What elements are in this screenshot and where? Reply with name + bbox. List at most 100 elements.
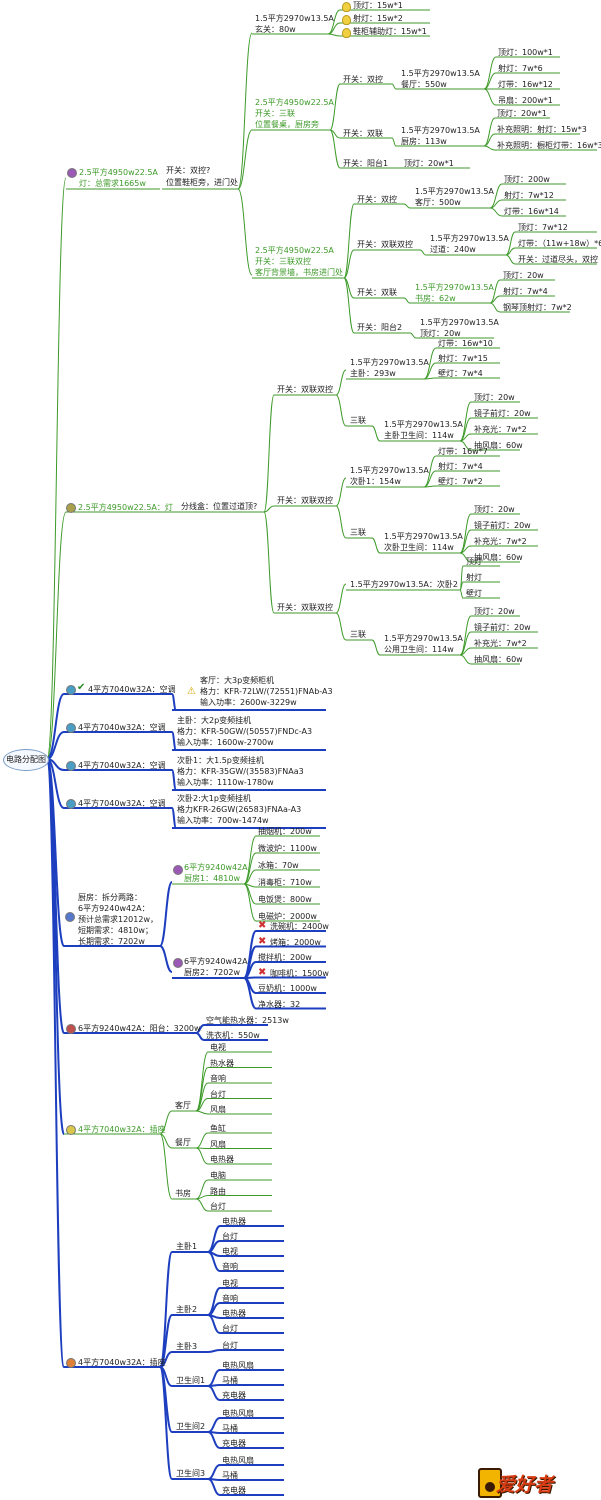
- leaf-item[interactable]: 顶灯：7w*12: [518, 223, 568, 232]
- leaf-item[interactable]: 电热器: [210, 1155, 234, 1164]
- switch-label[interactable]: 三联: [350, 630, 366, 639]
- switch-label[interactable]: 开关：双联: [357, 288, 397, 297]
- switch-label[interactable]: 开关：双控: [357, 195, 397, 204]
- leaf-item[interactable]: 顶灯：20w: [474, 393, 515, 402]
- leaf-item[interactable]: 顶灯：200w: [504, 175, 550, 184]
- leaf-item[interactable]: 烤箱：2000w: [270, 937, 321, 947]
- room-name[interactable]: 客厅: [175, 1101, 191, 1110]
- room-name[interactable]: 卫生间2: [176, 1422, 206, 1431]
- leaf-item[interactable]: 顶灯：20w: [474, 607, 515, 616]
- leaf-item[interactable]: 电脑: [210, 1171, 226, 1180]
- leaf-item[interactable]: 镜子前灯：20w: [474, 521, 531, 530]
- wire-spec[interactable]: 1.5平方2970w13.5A: [415, 283, 494, 292]
- leaf-item[interactable]: 抽风扇：60w: [474, 553, 523, 562]
- leaf-item[interactable]: 电热风扇: [222, 1409, 254, 1418]
- room-name[interactable]: 主卧3: [176, 1342, 198, 1351]
- leaf-item[interactable]: 顶灯：20w*1: [404, 159, 454, 168]
- wire-spec[interactable]: 1.5平方2970w13.5A: [384, 634, 463, 643]
- leaf-item[interactable]: 补充光：7w*2: [474, 425, 527, 434]
- ac-detail[interactable]: 次卧2:大1p变频挂机: [177, 794, 251, 803]
- ac-detail[interactable]: 格力：KFR-35GW/(35583)FNAa3: [177, 767, 304, 776]
- wire-spec[interactable]: 1.5平方2970w13.5A: [420, 318, 499, 327]
- leaf-item[interactable]: 音响: [222, 1262, 238, 1271]
- wire-spec[interactable]: 1.5平方2970w13.5A: [401, 69, 480, 78]
- leaf-item[interactable]: 充电器: [222, 1486, 246, 1495]
- ac-detail[interactable]: 主卧：大2p变频挂机: [177, 716, 252, 725]
- ac-detail[interactable]: 格力KFR-26GW(26583)FNAa-A3: [177, 805, 302, 814]
- wire-spec[interactable]: 6平方9240w42A: [184, 957, 248, 966]
- leaf-item[interactable]: 顶灯：20w: [420, 329, 461, 338]
- switch-label[interactable]: 三联: [350, 416, 366, 425]
- circuit-label[interactable]: 厨房：拆分两路：: [78, 893, 142, 902]
- switch-label[interactable]: 开关：三联双控: [255, 257, 311, 266]
- ac-detail[interactable]: 输入功率：700w-1474w: [177, 816, 269, 825]
- leaf-item[interactable]: 抽风扇：60w: [474, 441, 523, 450]
- leaf-item[interactable]: 电视: [222, 1247, 238, 1256]
- room-load[interactable]: 主卧卫生间：114w: [384, 431, 454, 440]
- leaf-item[interactable]: 射灯: [466, 573, 482, 582]
- leaf-item[interactable]: 净水器：32: [258, 999, 301, 1009]
- switch-label[interactable]: 开关：三联: [255, 109, 295, 118]
- switch-label[interactable]: 开关：双联双控: [277, 603, 333, 612]
- location-label[interactable]: 位置鞋柜旁，进门处: [166, 178, 238, 187]
- circuit-label[interactable]: 4平方7040w32A：空调: [78, 723, 166, 732]
- leaf-item[interactable]: 咖啡机：1500w: [270, 968, 329, 978]
- switch-label[interactable]: 开关：双联: [343, 129, 383, 138]
- wire-spec[interactable]: 1.5平方2970w13.5A: [350, 466, 429, 475]
- circuit-label[interactable]: 4平方7040w32A：插座: [78, 1125, 166, 1134]
- switch-label[interactable]: 三联: [350, 528, 366, 537]
- leaf-item[interactable]: 鱼缸: [210, 1124, 226, 1133]
- wire-spec[interactable]: 1.5平方2970w13.5A: [384, 420, 463, 429]
- leaf-item[interactable]: 搅拌机：200w: [258, 953, 312, 962]
- room-load[interactable]: 过道：240w: [430, 245, 476, 254]
- leaf-item[interactable]: 灯带：16w*10: [438, 339, 493, 348]
- leaf-item[interactable]: 鞋柜辅助灯：15w*1: [353, 27, 427, 36]
- room-load[interactable]: 玄关：80w: [255, 25, 296, 34]
- room-name[interactable]: 书房: [175, 1189, 191, 1198]
- switch-label[interactable]: 开关：双联双控: [277, 496, 333, 505]
- ac-detail[interactable]: 输入功率：2600w-3229w: [200, 698, 297, 707]
- room-load[interactable]: 客厅：500w: [415, 198, 461, 207]
- circuit-label[interactable]: 4平方7040w32A：空调: [78, 761, 166, 770]
- leaf-item[interactable]: 吊扇：200w*1: [498, 96, 553, 105]
- leaf-item[interactable]: 顶灯: [466, 557, 482, 566]
- leaf-item[interactable]: 补充光：7w*2: [474, 639, 527, 648]
- room-name[interactable]: 主卧2: [176, 1305, 198, 1314]
- wire-spec[interactable]: 1.5平方2970w13.5A: [384, 532, 463, 541]
- room-load[interactable]: 次卧卫生间：114w: [384, 543, 454, 552]
- leaf-item[interactable]: 风扇: [210, 1139, 226, 1149]
- circuit-label[interactable]: 2.5平方4950w22.5A：灯: [78, 503, 173, 512]
- room-load[interactable]: 主卧：293w: [350, 369, 396, 378]
- leaf-item[interactable]: 射灯：7w*4: [503, 287, 548, 296]
- leaf-item[interactable]: 镜子前灯：20w: [474, 409, 531, 418]
- ac-detail[interactable]: 格力：KFR-50GW/(50557)FNDc-A3: [177, 727, 313, 736]
- leaf-item[interactable]: 壁灯：7w*4: [438, 369, 483, 378]
- circuit-label[interactable]: 6平方9240w42A：: [78, 904, 150, 913]
- wire-spec[interactable]: 1.5平方2970w13.5A: [401, 126, 480, 135]
- room-name[interactable]: 餐厅: [175, 1138, 191, 1147]
- circuit-label[interactable]: 4平方7040w32A：空调: [88, 685, 176, 694]
- leaf-item[interactable]: 充电器: [222, 1391, 246, 1400]
- root-node[interactable]: 电路分配图: [3, 749, 49, 771]
- room-load[interactable]: 次卧1：154w: [350, 477, 401, 486]
- leaf-item[interactable]: 电视: [222, 1279, 238, 1288]
- wire-spec[interactable]: 1.5平方2970w13.5A: [255, 14, 334, 23]
- leaf-item[interactable]: 热水器: [210, 1058, 234, 1068]
- circuit-demand[interactable]: 灯：总需求1665w: [79, 179, 146, 188]
- leaf-item[interactable]: 射灯：7w*15: [438, 354, 488, 363]
- circuit-label[interactable]: 4平方7040w32A：插座: [78, 1358, 166, 1367]
- leaf-item[interactable]: 马桶: [222, 1471, 238, 1480]
- leaf-item[interactable]: 台灯: [210, 1089, 226, 1099]
- leaf-item[interactable]: 洗碗机：2400w: [270, 922, 329, 931]
- leaf-item[interactable]: 音响: [210, 1074, 226, 1083]
- switch-label[interactable]: 开关：双控: [343, 75, 383, 84]
- room-name[interactable]: 卫生间3: [176, 1469, 206, 1478]
- leaf-item[interactable]: 电视: [210, 1043, 226, 1052]
- leaf-item[interactable]: 顶灯：15w*1: [353, 1, 403, 10]
- wire-spec[interactable]: 1.5平方2970w13.5A：次卧2: [350, 580, 458, 589]
- leaf-item[interactable]: 抽烟机：200w: [258, 827, 312, 836]
- leaf-item[interactable]: 空气能热水器：2513w: [206, 1016, 289, 1025]
- room-load[interactable]: 餐厅：550w: [401, 80, 447, 89]
- junction-box[interactable]: 分线盒：位置过道顶?: [181, 502, 258, 511]
- leaf-item[interactable]: 钢琴顶射灯：7w*2: [503, 303, 572, 312]
